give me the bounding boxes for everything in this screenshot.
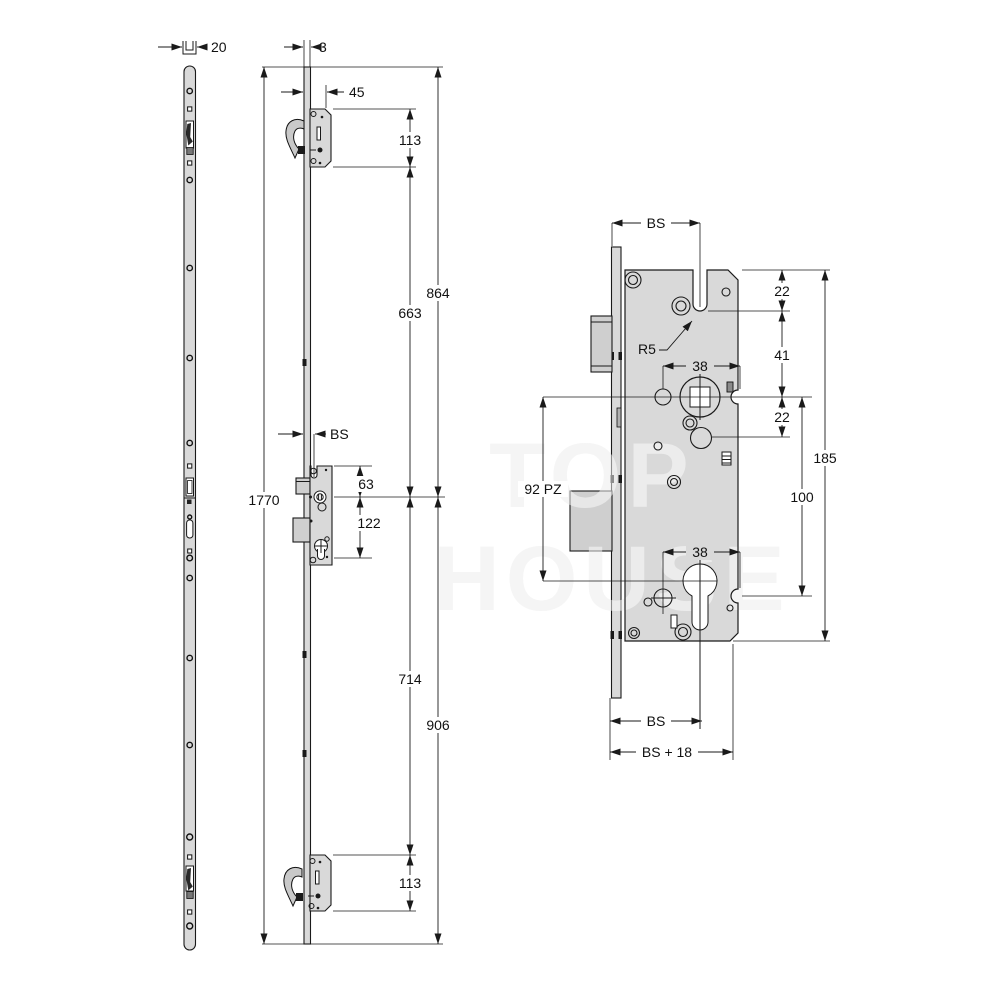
latch-bolt-detail bbox=[590, 315, 613, 373]
dim-label-spindle-to-side-hole: 22 bbox=[774, 409, 790, 425]
dim-label-lower-hole-span: 38 bbox=[692, 544, 708, 560]
faceplate-ticks bbox=[302, 359, 307, 757]
faceplate-screw-slot bbox=[616, 407, 622, 428]
watermark-overlay: TOP HOUSE bbox=[433, 425, 790, 630]
dim-label-backset-bottom: BS bbox=[647, 713, 666, 729]
side-view: 20 bbox=[158, 39, 227, 951]
dim-top-hook-case-height: 113 bbox=[395, 109, 425, 167]
dim-upper-hole-span: 38 bbox=[663, 358, 740, 374]
dim-label-slot-to-spindle: 41 bbox=[774, 347, 790, 363]
dim-backset-front: BS bbox=[278, 426, 349, 442]
dim-label-spindle-to-bottom-hook: 714 bbox=[398, 671, 422, 687]
dim-spindle-to-cylinder-front: 122 bbox=[351, 497, 387, 558]
lock-case-outline bbox=[624, 269, 739, 642]
dim-handle-to-cylinder: 92 PZ bbox=[518, 397, 568, 581]
euro-cylinder-front bbox=[314, 539, 328, 560]
dim-bottom-hook-case-height: 113 bbox=[395, 855, 425, 911]
dim-label-upper-hole-span: 38 bbox=[692, 358, 708, 374]
dim-lower-hole-span: 38 bbox=[663, 544, 740, 560]
stop-pin bbox=[726, 381, 734, 393]
dim-label-overall-width: BS + 18 bbox=[642, 744, 692, 760]
dim-backset-bottom: BS bbox=[610, 713, 702, 729]
detail-extension-lines bbox=[543, 223, 830, 760]
deadbolt-detail bbox=[569, 490, 613, 552]
dim-label-case-top-to-spindle: 63 bbox=[358, 476, 374, 492]
dim-label-overall-length: 1770 bbox=[248, 492, 279, 508]
dim-label-spindle-to-cylinder-detail: 100 bbox=[790, 489, 814, 505]
dim-spindle-to-bottom-end: 906 bbox=[420, 497, 456, 944]
strip-latch-window bbox=[184, 477, 196, 504]
hook-pivot bbox=[296, 893, 303, 901]
strip-top-hook-slot bbox=[185, 120, 194, 155]
strip-holes bbox=[185, 87, 194, 930]
dim-case-top-to-spindle: 63 bbox=[353, 466, 379, 497]
dim-spindle-to-top-hook: 663 bbox=[392, 167, 428, 497]
detail-view: TOP HOUSE TOP HOUSE bbox=[433, 215, 843, 760]
dim-channel-width: 20 bbox=[158, 39, 227, 55]
dim-label-top-edge-to-slot: 22 bbox=[774, 283, 790, 299]
dim-label-bottom-hook-case-height: 113 bbox=[399, 875, 422, 891]
faceplate-strip-side bbox=[183, 65, 197, 951]
lever-slot bbox=[670, 614, 678, 629]
dim-label-spindle-to-top-hook: 663 bbox=[398, 305, 422, 321]
dim-label-top-hook-case-height: 113 bbox=[399, 132, 422, 148]
strip-cylinder-slot bbox=[186, 519, 194, 539]
dim-label-backset-front: BS bbox=[330, 426, 349, 442]
gearbox-centre bbox=[292, 465, 333, 566]
strip-bottom-hook-slot bbox=[185, 865, 194, 899]
dim-label-spindle-to-top-end: 864 bbox=[426, 285, 450, 301]
dim-case-height: 185 bbox=[807, 270, 843, 641]
u-channel-inner bbox=[185, 41, 194, 51]
svg-text:HOUSE: HOUSE bbox=[433, 528, 790, 630]
dim-spindle-to-cylinder-detail: 100 bbox=[784, 397, 820, 596]
dim-spindle-to-top-end: 864 bbox=[420, 67, 456, 497]
dim-overall-width: BS + 18 bbox=[610, 744, 733, 760]
gearbox-top bbox=[285, 108, 332, 168]
spring-pack bbox=[721, 451, 732, 466]
dim-label-faceplate-thickness: 3 bbox=[319, 39, 327, 55]
dim-label-radius: R5 bbox=[638, 341, 656, 357]
latch-bolt-front bbox=[295, 477, 311, 495]
u-channel-profile bbox=[182, 41, 197, 55]
dim-faceplate-thickness: 3 bbox=[284, 39, 327, 55]
dim-label-channel-width: 20 bbox=[211, 39, 227, 55]
dim-label-spindle-to-bottom-end: 906 bbox=[426, 717, 450, 733]
svg-text:TOP: TOP bbox=[489, 425, 694, 527]
dim-radius-callout: R5 bbox=[638, 320, 693, 357]
dim-label-spindle-to-cylinder-front: 122 bbox=[357, 515, 381, 531]
faceplate-detail bbox=[610, 246, 622, 699]
dim-label-hook-case-offset: 45 bbox=[349, 84, 365, 100]
spindle-hub-front bbox=[313, 490, 327, 504]
hook-pivot bbox=[298, 146, 305, 154]
deadbolt-front bbox=[292, 517, 311, 543]
dim-label-handle-to-cylinder: 92 PZ bbox=[524, 481, 562, 497]
front-view: 3 45 BS 113 663 864 bbox=[242, 39, 456, 945]
gearbox-bottom bbox=[283, 854, 332, 912]
strip-square-holes bbox=[187, 106, 193, 915]
dim-top-edge-to-slot: 22 bbox=[770, 270, 794, 311]
dim-label-backset-top: BS bbox=[647, 215, 666, 231]
dim-spindle-to-bottom-hook: 714 bbox=[392, 497, 428, 855]
dim-backset-top: BS bbox=[612, 215, 700, 231]
dim-hook-case-offset: 45 bbox=[281, 84, 365, 100]
dim-slot-to-spindle: 41 bbox=[770, 311, 794, 397]
dim-overall-length: 1770 bbox=[242, 67, 286, 944]
dim-spindle-to-side-hole: 22 bbox=[770, 397, 794, 437]
dim-label-case-height: 185 bbox=[813, 450, 837, 466]
case-details bbox=[624, 271, 734, 729]
front-view-extension-lines bbox=[262, 40, 445, 945]
